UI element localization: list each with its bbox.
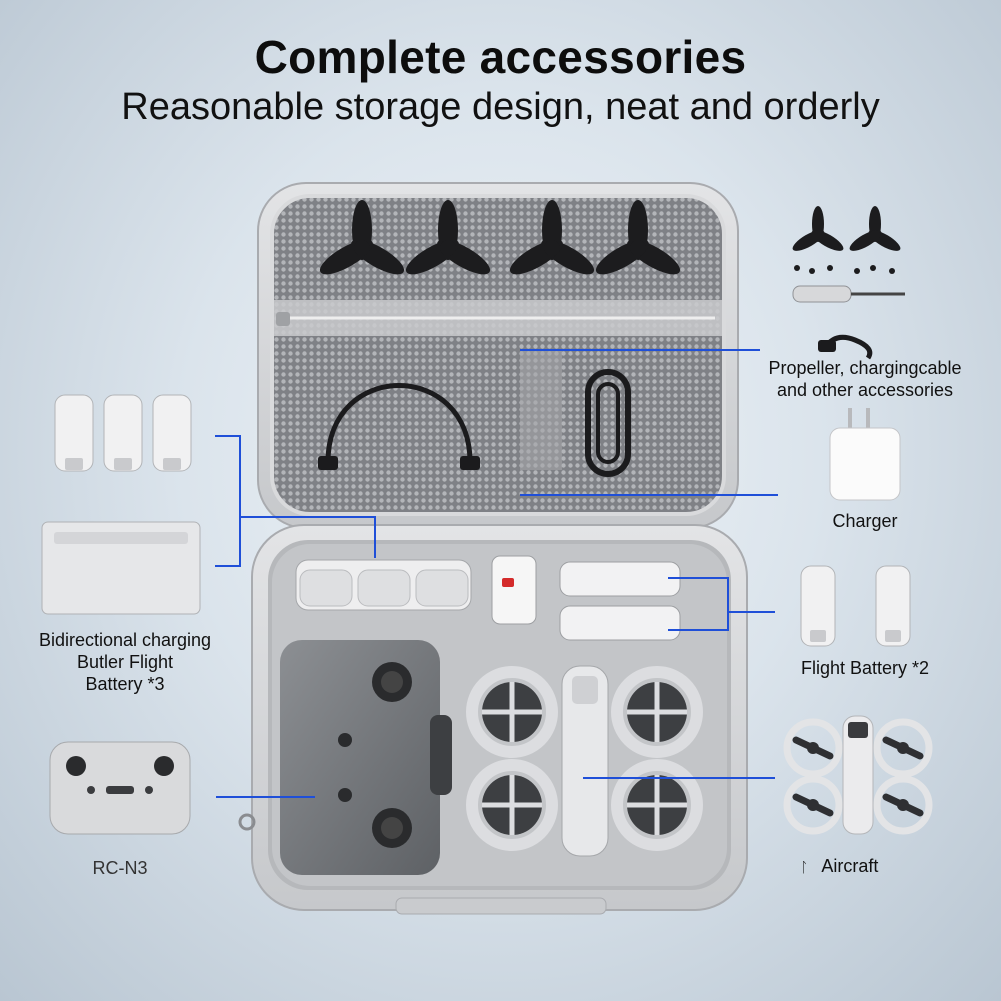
propeller-set-icon <box>792 206 901 251</box>
case-flight-batteries <box>559 561 681 641</box>
charging-hub-icon <box>41 521 201 615</box>
butler-battery-label: Bidirectional charging Butler Flight Bat… <box>38 630 212 694</box>
flight-battery-label: Flight Battery *2 <box>800 658 930 678</box>
rc-label: RC-N3 <box>92 858 148 878</box>
callout-lines <box>215 349 778 798</box>
screw-icon <box>794 265 895 274</box>
charger-label: Charger <box>832 511 898 531</box>
cable-icon <box>585 369 631 477</box>
charger-icon <box>829 408 901 501</box>
aircraft-label: ᛚ Aircraft <box>800 856 879 876</box>
spare-batteries-icon <box>54 394 192 472</box>
case-aircraft <box>466 665 703 857</box>
case-butler-batteries <box>295 559 472 611</box>
propeller-icon <box>319 200 681 275</box>
strap-icon <box>325 383 473 463</box>
page-subtitle: Reasonable storage design, neat and orde… <box>121 86 880 128</box>
screwdriver-icon <box>792 285 905 303</box>
charging-cable-icon <box>818 334 873 360</box>
remote-controller-icon <box>49 741 191 835</box>
aircraft-icon <box>783 715 933 835</box>
page-title: Complete accessories <box>254 31 747 83</box>
accessories-label: Propeller, chargingcable and other acces… <box>768 358 962 400</box>
callout-butler-bracket <box>215 435 241 567</box>
callout-flight-battery-bracket <box>668 577 729 631</box>
flight-battery-icon <box>800 565 911 647</box>
aircraft-mark: ᛚ <box>800 859 809 875</box>
zipper-pull-icon <box>276 312 290 326</box>
case-lid <box>257 182 739 529</box>
case-controller <box>280 640 452 875</box>
callout-butler <box>240 516 376 558</box>
case-charger <box>491 555 537 625</box>
